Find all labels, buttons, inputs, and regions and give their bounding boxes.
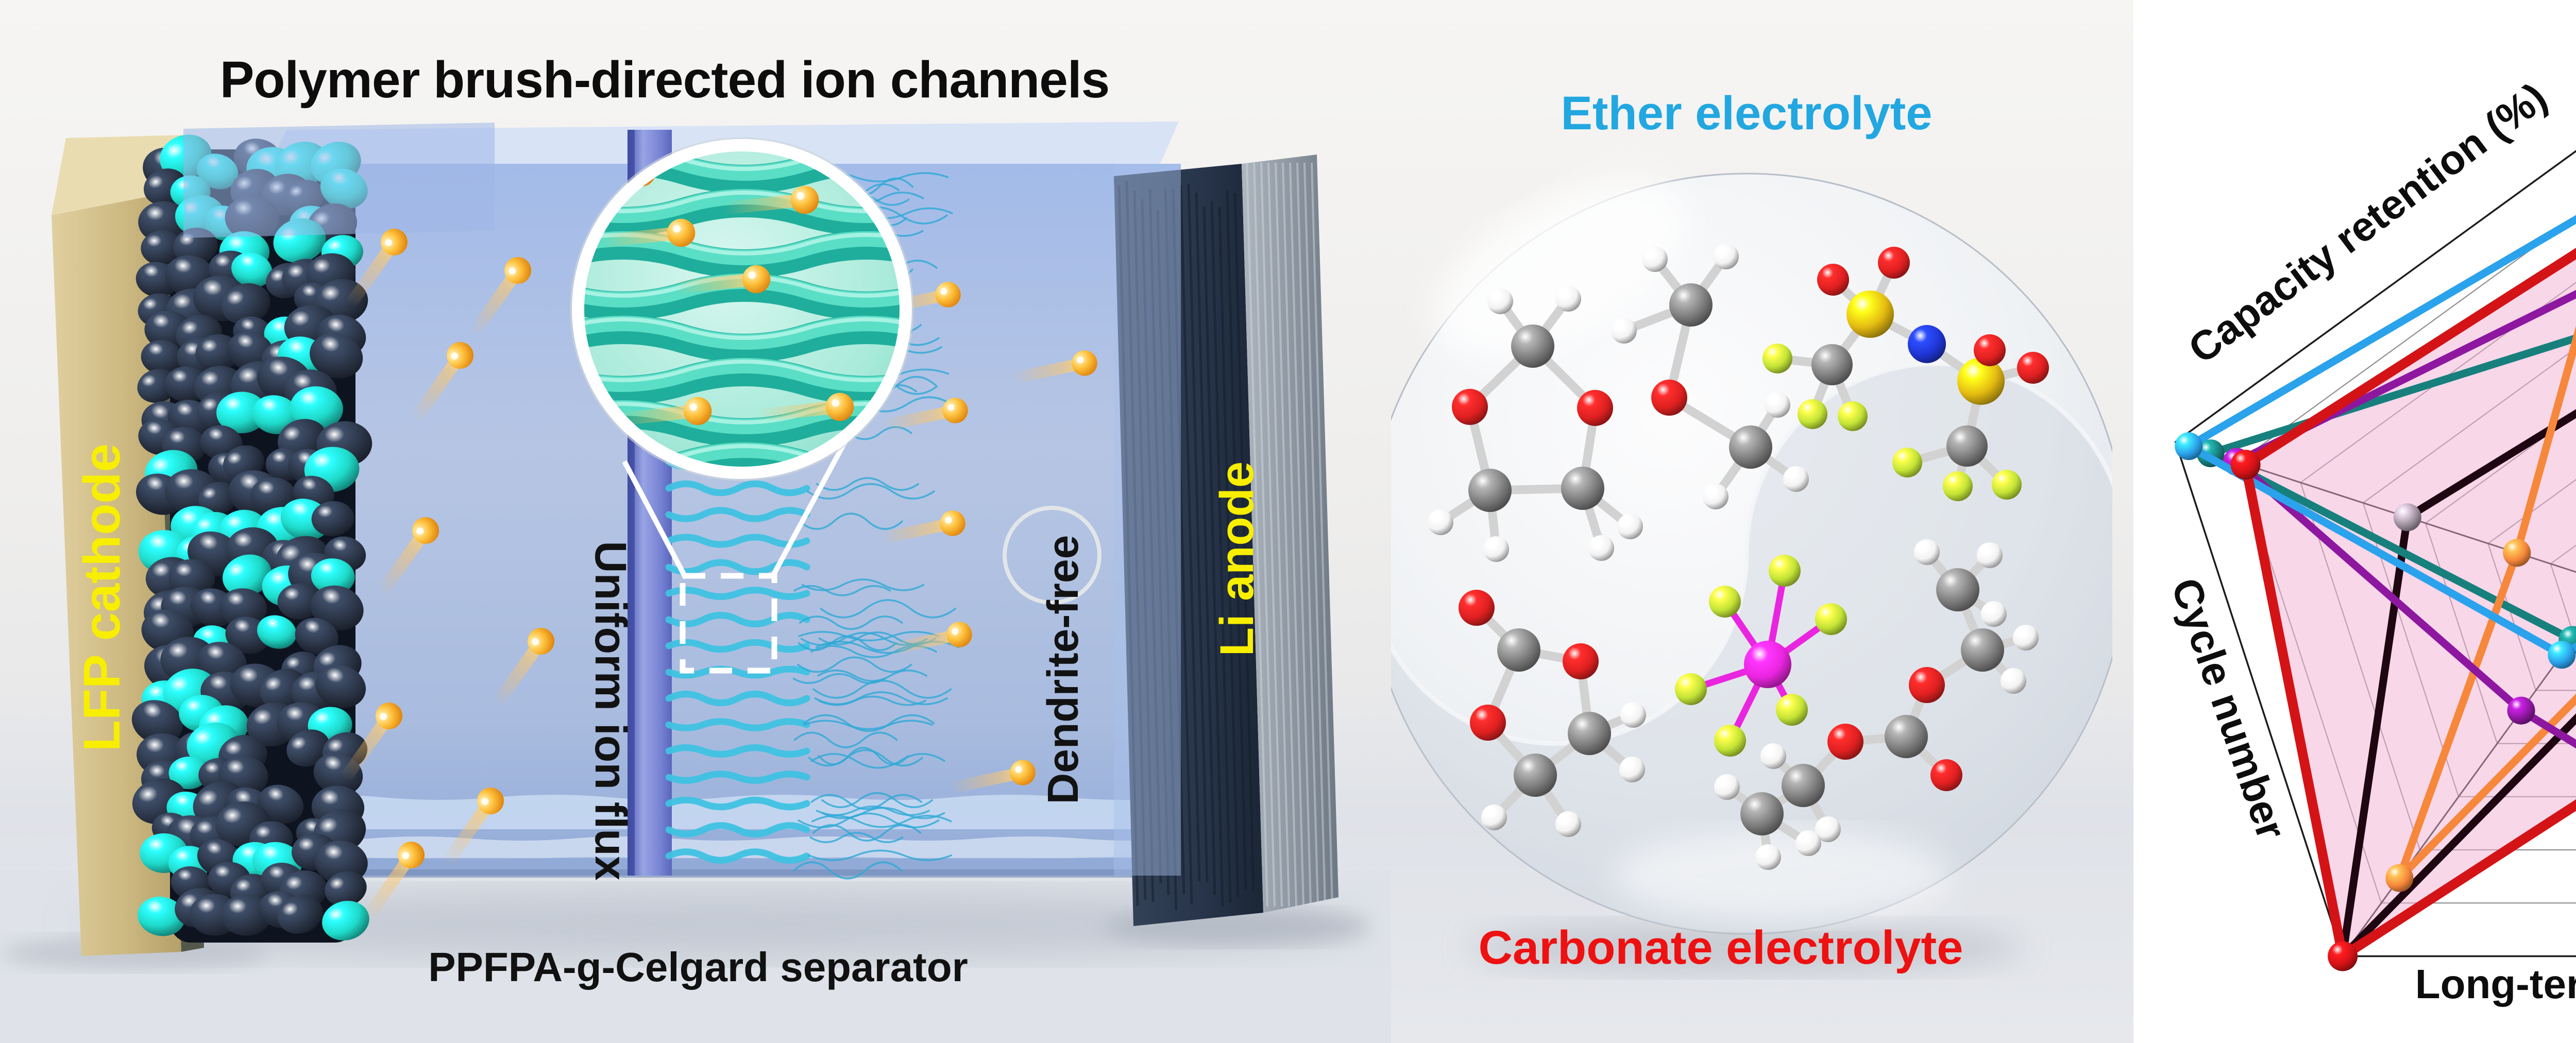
li-ion xyxy=(883,398,968,431)
li-ion xyxy=(887,622,972,655)
li-ion xyxy=(600,218,696,247)
li-ion xyxy=(1012,350,1097,383)
li-ion xyxy=(443,788,504,866)
radar-point xyxy=(2230,450,2261,480)
anode-label: Li anode xyxy=(1211,461,1263,656)
li-ion xyxy=(880,510,965,543)
radar-axis-label-2: Long-term cyclability xyxy=(2415,961,2576,1007)
li-ion xyxy=(724,185,819,214)
li-ion xyxy=(675,265,771,294)
li-ion xyxy=(413,342,473,420)
radar-grid-ring xyxy=(2174,150,2576,957)
li-ion xyxy=(617,397,712,425)
zoom-region-box xyxy=(680,573,777,674)
radar-point xyxy=(2175,432,2203,460)
li-ion xyxy=(378,517,439,595)
radar-point xyxy=(2548,641,2576,669)
molecule-ec xyxy=(1459,590,1646,837)
radar-point xyxy=(2503,539,2531,567)
radar-point xyxy=(2393,503,2421,532)
anode-right-face xyxy=(1242,155,1338,913)
radar-series-4 xyxy=(2184,215,2576,659)
radar-chart: Li⁺ ion transference numberIonic conduct… xyxy=(2163,74,2576,1007)
radar-point xyxy=(2385,864,2414,892)
lfp-particles xyxy=(131,134,372,941)
left-panel-title: Polymer brush-directed ion channels xyxy=(219,51,1110,109)
cathode-label: LFP cathode xyxy=(73,443,131,751)
flux-label: Uniform ion flux xyxy=(586,541,635,880)
dendrite-free-ring xyxy=(1003,506,1101,605)
separator-caption: PPFPA-g-Celgard separator xyxy=(428,944,968,990)
li-ion xyxy=(347,229,408,307)
radar-series-1 xyxy=(2207,334,2576,644)
radar-series-2 xyxy=(2395,326,2576,882)
electrolyte-sphere-illustration xyxy=(1391,173,2112,974)
li-ion xyxy=(951,760,1036,793)
molecule-tfsi xyxy=(1762,247,2049,501)
radar-point xyxy=(2328,941,2358,971)
radar-series-5 xyxy=(2241,248,2576,961)
radar-grid-ring xyxy=(2237,216,2576,904)
molecule-dec xyxy=(1714,539,2039,870)
radar-point xyxy=(2507,696,2535,725)
dendrite-label: Dendrite-free xyxy=(1039,535,1087,805)
li-ion xyxy=(342,703,402,781)
li-ion xyxy=(494,628,554,706)
li-ion xyxy=(364,842,425,920)
molecule-dme xyxy=(1611,244,1809,509)
carbonate-electrolyte-label: Carbonate electrolyte xyxy=(1478,921,1963,974)
li-ion xyxy=(470,257,531,335)
battery-illustration: LFP cathode Uniform ion flux Dendrite-fr… xyxy=(0,122,1391,1043)
molecule-dol xyxy=(1428,286,1643,562)
radar-series-0 xyxy=(2338,409,2576,960)
ether-electrolyte-label: Ether electrolyte xyxy=(1561,87,1933,140)
li-ion xyxy=(759,392,854,421)
molecule-pf6 xyxy=(1675,555,1847,757)
